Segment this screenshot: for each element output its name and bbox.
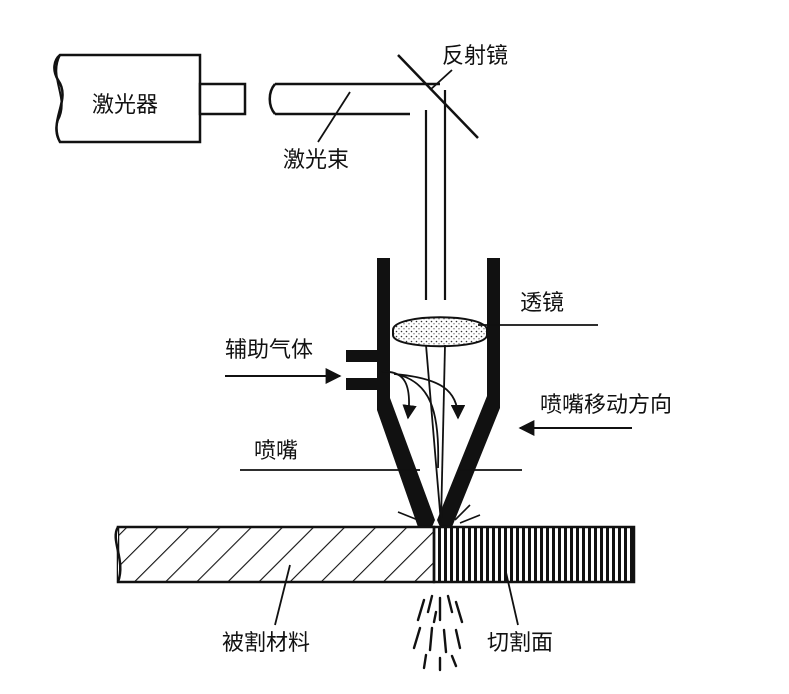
focus-lens	[392, 316, 488, 348]
beam-label: 激光束	[283, 148, 349, 173]
beam-leader	[317, 91, 351, 143]
focused-beam	[425, 344, 446, 524]
nozzle-label: 喷嘴	[254, 439, 298, 464]
direction-label: 喷嘴移动方向	[540, 393, 672, 418]
molten-debris	[412, 594, 464, 672]
laser-unit	[53, 53, 247, 144]
cut-surface-label: 切割面	[487, 631, 553, 656]
nozzle-body	[346, 258, 500, 527]
reflector-leader	[429, 69, 453, 91]
cut-surface-leader	[504, 567, 519, 626]
gas-flow	[381, 371, 466, 469]
lens-label: 透镜	[520, 291, 564, 316]
laser-label: 激光器	[92, 93, 158, 118]
assist-gas-label: 辅助气体	[225, 338, 313, 363]
reflector-mirror	[397, 54, 479, 139]
workpiece	[114, 525, 636, 584]
material-label: 被割材料	[222, 631, 310, 656]
laser-beam	[268, 82, 447, 300]
material-leader	[274, 564, 291, 626]
cut-sparks	[397, 504, 481, 524]
reflector-label: 反射镜	[442, 44, 508, 69]
